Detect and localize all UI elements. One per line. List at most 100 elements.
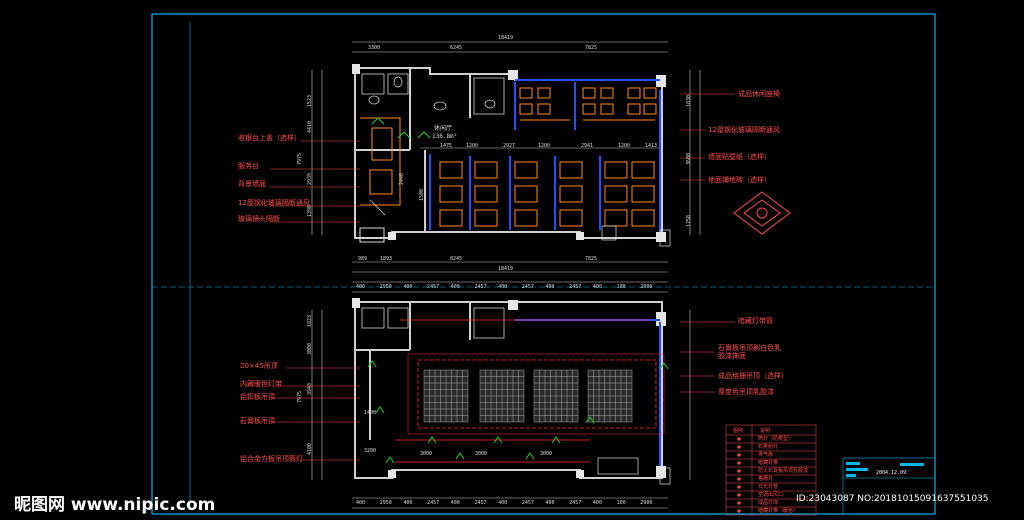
- legend-symbol-icon: [737, 501, 741, 505]
- ceiling-light-icon: [659, 362, 669, 370]
- btm-dim-center-3: 3000: [540, 451, 553, 457]
- ceiling-light-icon: [493, 436, 503, 444]
- btm-dim-segment: 2457: [474, 500, 487, 506]
- ceiling-light-icon: [551, 436, 561, 444]
- room-label: 休闲厅: [434, 125, 453, 132]
- booth-seat: [631, 209, 655, 227]
- top-label-left-1: 收银台上盖（选样）: [238, 134, 301, 142]
- dim-left-3: 2939: [307, 172, 314, 186]
- legend-row-label: 空调出风口: [758, 492, 784, 498]
- top-label-left-4: 12厘钢化玻璃隔断通风: [238, 199, 310, 207]
- btm-label-left-2: 内藏暖色灯带: [240, 380, 282, 388]
- btm-dim-segment: 2457: [569, 500, 582, 506]
- legend-header-desc: 说明: [760, 428, 771, 434]
- dim-top-total: 18419: [498, 35, 514, 41]
- legend-row-label: 排气扇: [758, 452, 774, 458]
- booth-seat: [514, 185, 538, 203]
- booth-seat: [604, 209, 628, 227]
- btm-label-left-3: 铝扣板吊顶: [240, 393, 275, 401]
- dim-left-6: 1500: [419, 188, 426, 202]
- btm-dim-segment: 2457: [521, 284, 534, 290]
- dim-bottom-total: 18419: [498, 266, 514, 272]
- dim-bottom-4: 7825: [585, 256, 598, 262]
- top-label-right-4: 地面铺地砖（选样）: [708, 176, 771, 184]
- booth-seat: [559, 161, 583, 179]
- room-area: 136.8m²: [432, 133, 458, 140]
- btm-dim-left-6: 3200: [364, 448, 377, 454]
- ceiling-light-icon: [427, 436, 437, 444]
- dim-left-1: 1523: [307, 94, 314, 108]
- top-label-right-1: 成品休闲座椅: [738, 90, 780, 98]
- title-block: [842, 457, 936, 515]
- btm-dim-left-total: 7975: [297, 390, 304, 404]
- dim-inner-2: 1200: [466, 143, 479, 149]
- legend-row-label: 防火石膏板吊顶乳胶漆: [758, 468, 809, 474]
- ceiling-light-icon: [455, 452, 465, 460]
- legend-symbol-icon: [737, 437, 741, 441]
- btm-dim-segment: 2900: [640, 500, 653, 506]
- top-label-left-5: 玻璃镜头隔断: [238, 215, 280, 223]
- ceiling-light-icon: [375, 406, 385, 414]
- bottom-ceiling-plan: [311, 281, 691, 509]
- ceiling-light-icon: [585, 416, 595, 424]
- btm-dim-left-5: 1400: [364, 410, 377, 416]
- btm-dim-left-1: 1823: [307, 314, 314, 328]
- dim-left-total: 7975: [297, 152, 304, 166]
- btm-dim-left-4: 4100: [307, 442, 314, 456]
- legend-row-label: 格栅灯: [758, 476, 774, 482]
- legend-header-symbol: 图例: [733, 428, 744, 434]
- legend-table: [725, 424, 817, 516]
- drawing-frame: [151, 13, 936, 515]
- annotation-leaders: [270, 93, 735, 461]
- dim-inner-4: 1200: [538, 143, 551, 149]
- dim-inner-3: 2927: [503, 143, 516, 149]
- btm-label-left-5: 铝合金方板吊顶筒灯: [240, 455, 303, 463]
- ceiling-light-icon: [367, 360, 377, 368]
- btm-dim-left-2: 3000: [307, 342, 314, 356]
- dim-top-2: 6245: [450, 45, 463, 51]
- booth-seat: [439, 209, 463, 227]
- dim-bottom-3: 8245: [450, 256, 463, 262]
- floor-tile-pattern-icon: [733, 191, 791, 235]
- dim-left-5: 2440: [399, 172, 406, 186]
- booth-seat: [604, 185, 628, 203]
- btm-label-right-1: 暗藏灯带管: [738, 317, 773, 325]
- btm-label-right-3: 成品格栅吊顶（选样）: [718, 372, 788, 380]
- booth-seat: [559, 185, 583, 203]
- legend-symbol-icon: [737, 509, 741, 513]
- dim-bottom-2: 1893: [380, 256, 393, 262]
- btm-dim-segment: 2950: [379, 284, 392, 290]
- watermark-id: ID:23043087 NO:20181015091637551035: [796, 494, 989, 504]
- btm-dim-segment: 100: [616, 500, 626, 506]
- btm-dim-center-2: 3000: [475, 451, 488, 457]
- dim-right-1: 1830: [686, 94, 693, 108]
- top-label-right-3: 墙面贴壁纸（选样）: [708, 153, 771, 161]
- btm-label-left-1: 20×45吊顶: [240, 362, 278, 370]
- btm-dim-left-3: 3943: [307, 382, 314, 396]
- btm-dim-segment: 2457: [569, 284, 582, 290]
- btm-dim-segment: 400: [592, 500, 602, 506]
- dim-inner-6: 1200: [618, 143, 631, 149]
- top-label-right-2: 12厘钢化玻璃隔断通风: [708, 126, 780, 134]
- legend-row-label: 筒灯（防雾型）: [758, 436, 794, 442]
- btm-dim-segment: 2950: [379, 500, 392, 506]
- ceiling-light-icon: [525, 452, 535, 460]
- btm-dim-center-1: 3000: [420, 451, 433, 457]
- legend-symbol-icon: [737, 485, 741, 489]
- legend-row-label: 暗藏灯带: [758, 460, 779, 466]
- btm-dim-segment: 2900: [640, 284, 653, 290]
- booth-seat: [604, 161, 628, 179]
- btm-dim-segment: 100: [616, 284, 626, 290]
- dim-bottom-1: 989: [358, 256, 368, 262]
- btm-dim-segment: 400: [498, 500, 508, 506]
- dim-inner-1: 1475: [440, 143, 453, 149]
- dim-inner-5: 2941: [581, 143, 594, 149]
- btm-dim-segment: 400: [403, 500, 413, 506]
- legend-symbol-icon: [737, 477, 741, 481]
- btm-dim-segment: 400: [403, 284, 413, 290]
- dim-right-3: 1750: [686, 214, 693, 228]
- btm-dim-segment: 2457: [427, 500, 440, 506]
- booth-seat: [559, 209, 583, 227]
- booth-seat: [514, 209, 538, 227]
